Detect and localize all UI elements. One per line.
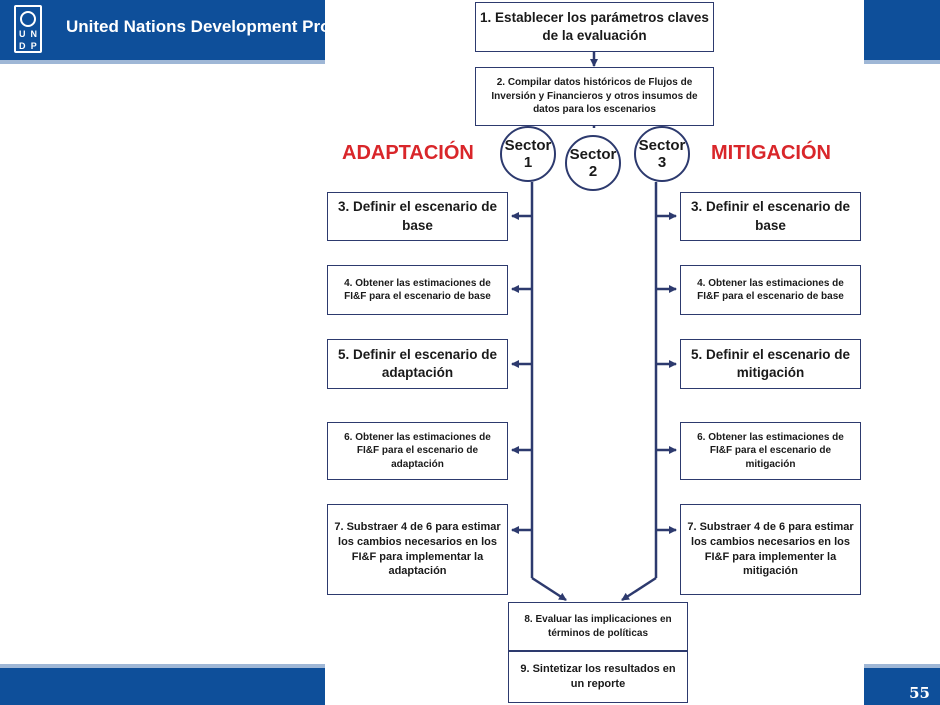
right-step-4-box: 4. Obtener las estimaciones de FI&F para… [680, 265, 861, 315]
right-step-3-box: 3. Definir el escenario de base [680, 192, 861, 241]
step-2-box: 2. Compilar datos históricos de Flujos d… [475, 67, 714, 126]
left-step-3-box: 3. Definir el escenario de base [327, 192, 508, 241]
sector-label: Sector [638, 136, 686, 154]
left-step-6-box: 6. Obtener las estimaciones de FI&F para… [327, 422, 508, 480]
merge-right [621, 576, 657, 602]
left-step-7-box: 7. Substraer 4 de 6 para estimar los cam… [327, 504, 508, 595]
undp-logo: U N D P [14, 5, 42, 53]
org-name: United Nations Development Progra [66, 17, 357, 36]
logo-letter: N [30, 29, 38, 39]
logo-letter: P [30, 41, 37, 51]
step-8-box: 8. Evaluar las implicaciones en términos… [508, 602, 688, 651]
sector-number: 2 [588, 163, 598, 180]
right-step-5-box: 5. Definir el escenario de mitigación [680, 339, 861, 389]
logo-letter: U [19, 29, 26, 39]
right-step-7-box: 7. Substraer 4 de 6 para estimar los cam… [680, 504, 861, 595]
page-number: 55 [909, 684, 930, 702]
merge-left [531, 576, 567, 602]
sector-number: 3 [657, 154, 667, 171]
sector-number: 1 [523, 154, 533, 171]
sector-label: Sector [504, 136, 552, 154]
logo-letters: U N D P [17, 29, 39, 52]
left-step-4-box: 4. Obtener las estimaciones de FI&F para… [327, 265, 508, 315]
mitigation-heading: MITIGACIÓN [711, 142, 831, 164]
logo-letter: D [19, 41, 26, 51]
sector-label: Sector [569, 145, 617, 163]
un-emblem-icon [20, 11, 36, 27]
step-9-box: 9. Sintetizar los resultados en un repor… [508, 651, 688, 703]
left-step-5-box: 5. Definir el escenario de adaptación [327, 339, 508, 389]
adaptation-heading: ADAPTACIÓN [342, 142, 474, 164]
right-step-6-box: 6. Obtener las estimaciones de FI&F para… [680, 422, 861, 480]
step-1-box: 1. Establecer los parámetros claves de l… [475, 2, 714, 52]
